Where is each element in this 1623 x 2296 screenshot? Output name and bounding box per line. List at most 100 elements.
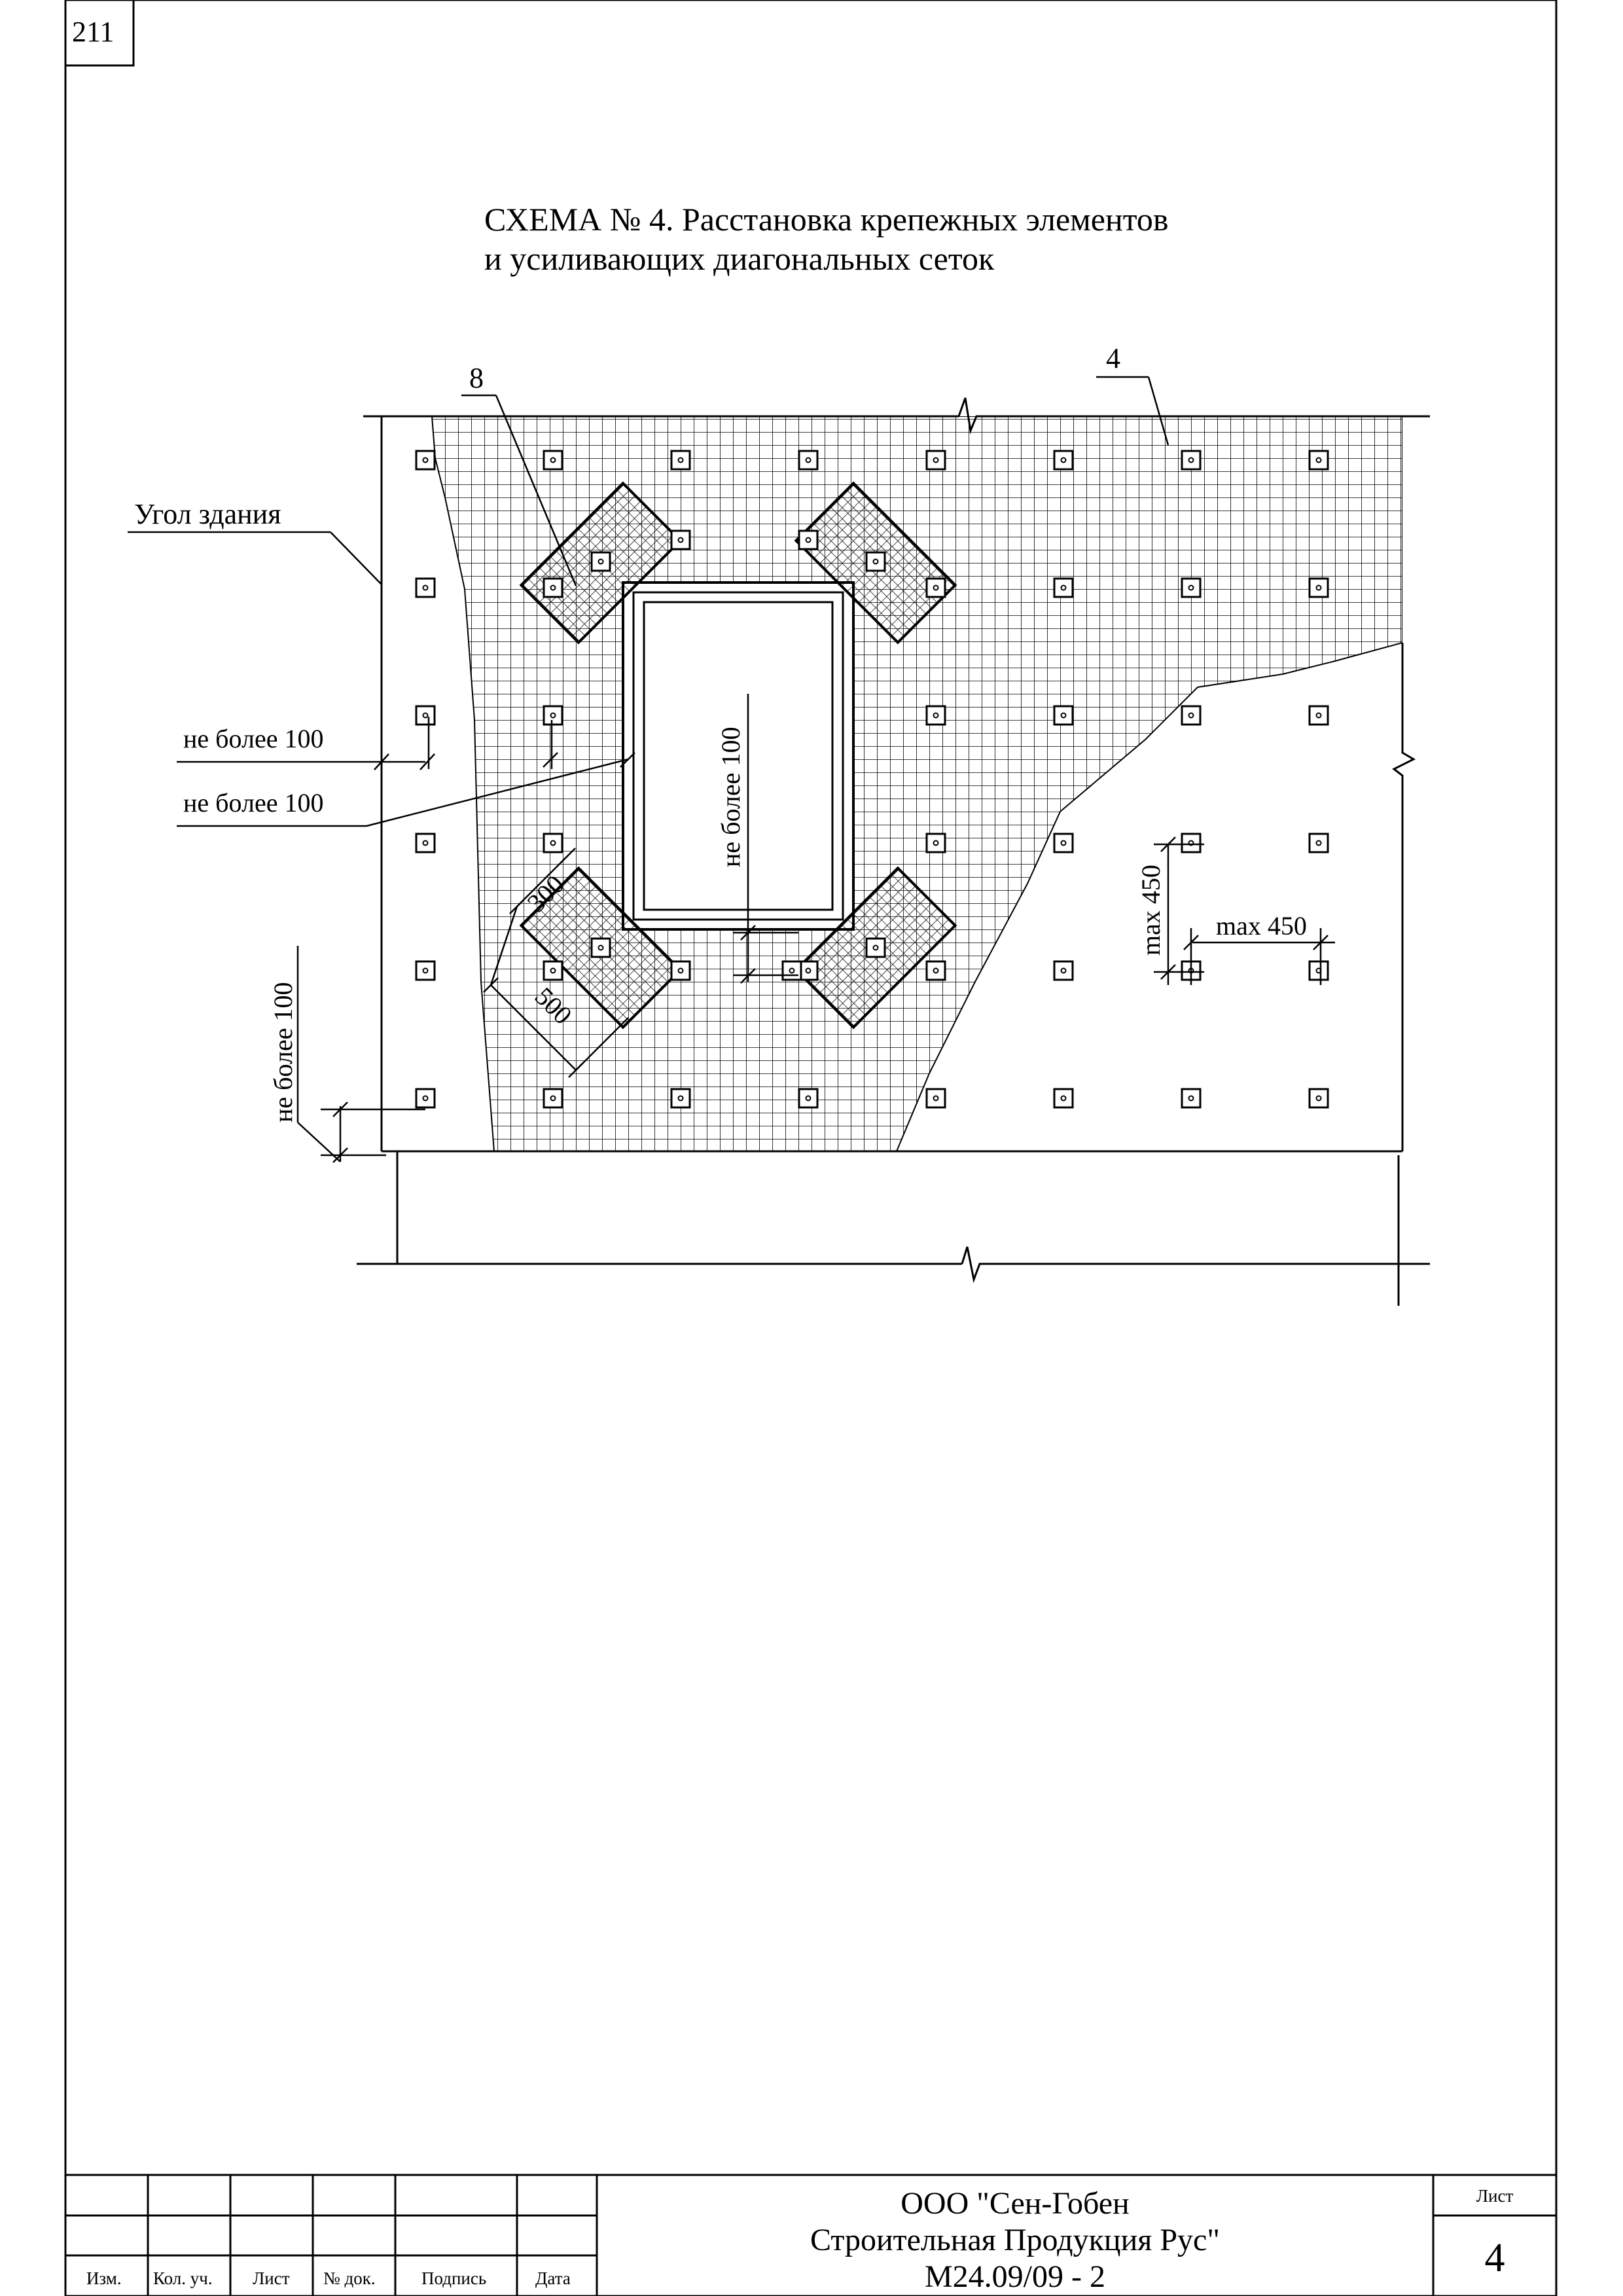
fastener-center-icon xyxy=(1315,584,1322,591)
fastener-icon xyxy=(415,1088,436,1109)
fastener-icon xyxy=(1308,1088,1329,1109)
fastener-icon xyxy=(1053,833,1074,853)
fastener-icon xyxy=(543,705,563,726)
fastener-icon xyxy=(1181,833,1202,853)
dimension-edge-distance-2: не более 100 xyxy=(183,788,323,817)
fastener-center-icon xyxy=(422,967,429,974)
fastener-icon xyxy=(543,577,563,598)
fastener-center-icon xyxy=(1060,457,1067,463)
header-date: Дата xyxy=(535,2269,571,2288)
fastener-center-icon xyxy=(1315,840,1322,846)
fastener-center-icon xyxy=(677,1095,684,1102)
sheet-number: 4 xyxy=(1485,2236,1505,2280)
fastener-center-icon xyxy=(422,457,429,463)
fastener-icon xyxy=(1308,705,1329,726)
title-block-headers: Изм. Кол. уч. Лист № док. Подпись Дата xyxy=(86,2269,571,2288)
fastener-icon xyxy=(415,705,436,726)
organization-line-2: Строительная Продукция Рус" xyxy=(810,2223,1220,2257)
fastener-center-icon xyxy=(1060,584,1067,591)
fastener-center-icon xyxy=(933,840,939,846)
fastener-center-icon xyxy=(550,457,556,463)
diagram-title-line1: СХЕМА № 4. Расстановка крепежных элемент… xyxy=(484,201,1169,238)
fastener-icon xyxy=(925,1088,946,1109)
fastener-center-icon xyxy=(1060,967,1067,974)
fastener-icon xyxy=(1181,705,1202,726)
wall-top-break xyxy=(957,397,1430,435)
fastener-icon xyxy=(798,1088,819,1109)
header-count: Кол. уч. xyxy=(153,2269,213,2288)
dimension-max-horizontal-spacing: max 450 xyxy=(1216,911,1307,941)
fastener-center-icon xyxy=(597,558,604,565)
fastener-center-icon xyxy=(677,537,684,543)
fastener-center-icon xyxy=(422,584,429,591)
fastener-center-icon xyxy=(1315,1095,1322,1102)
sheet-frame xyxy=(64,0,1558,2296)
fastener-icon xyxy=(1308,450,1329,471)
fastener-icon xyxy=(1308,577,1329,598)
fastener-center-icon xyxy=(677,457,684,463)
fastener-icon xyxy=(415,450,436,471)
fastener-icon xyxy=(925,577,946,598)
fastener-center-icon xyxy=(597,944,604,951)
fastener-center-icon xyxy=(422,840,429,846)
plinth-break xyxy=(961,1246,1430,1283)
fastener-center-icon xyxy=(805,537,812,543)
fastener-icon xyxy=(543,450,563,471)
fastener-center-icon xyxy=(1188,584,1194,591)
dimension-window-distance: не более 100 xyxy=(716,727,745,867)
dimension-max-vertical-spacing: max 450 xyxy=(1136,865,1166,956)
dimension-bottom-distance: не более 100 xyxy=(268,982,298,1122)
title-block xyxy=(65,2174,1556,2296)
fastener-icon xyxy=(670,960,691,981)
fastener-icon xyxy=(543,1088,563,1109)
page-number: 211 xyxy=(72,16,114,48)
header-doc-number: № док. xyxy=(323,2269,376,2288)
fastener-icon xyxy=(1053,577,1074,598)
fastener-center-icon xyxy=(1315,712,1322,719)
fastener-icon xyxy=(1053,960,1074,981)
fastener-icon xyxy=(1181,577,1202,598)
fastener-icon xyxy=(925,833,946,853)
fastener-center-icon xyxy=(1060,1095,1067,1102)
fastener-center-icon xyxy=(933,712,939,719)
fastener-center-icon xyxy=(789,967,795,974)
fastener-icon xyxy=(415,960,436,981)
label-building-corner: Угол здания xyxy=(134,498,281,530)
fastener-center-icon xyxy=(933,457,939,463)
sheet-label: Лист xyxy=(1476,2186,1514,2206)
fastener-center-icon xyxy=(550,584,556,591)
fastener-center-icon xyxy=(550,1095,556,1102)
facade-diagram: 8 4 Угол здания не более 100 не более 10… xyxy=(128,342,1430,1306)
fastener-center-icon xyxy=(1188,457,1194,463)
fastener-center-icon xyxy=(1060,712,1067,719)
fastener-icon xyxy=(1181,450,1202,471)
fastener-icon xyxy=(1053,705,1074,726)
fastener-center-icon xyxy=(550,967,556,974)
fastener-center-icon xyxy=(805,457,812,463)
header-signature: Подпись xyxy=(421,2269,486,2288)
fastener-icon xyxy=(798,529,819,550)
fastener-icon xyxy=(865,551,886,572)
fastener-center-icon xyxy=(1188,840,1194,846)
document-code: М24.09/09 - 2 xyxy=(925,2259,1105,2294)
organization-line-1: ООО "Сен-Гобен xyxy=(901,2186,1129,2221)
fastener-icon xyxy=(590,551,611,572)
fastener-group xyxy=(415,450,1329,1109)
fastener-icon xyxy=(1308,833,1329,853)
fastener-center-icon xyxy=(872,944,879,951)
fastener-center-icon xyxy=(1188,1095,1194,1102)
fastener-icon xyxy=(925,960,946,981)
callout-mesh-main: 4 xyxy=(1106,342,1120,374)
fastener-center-icon xyxy=(1315,457,1322,463)
fastener-center-icon xyxy=(933,967,939,974)
fastener-center-icon xyxy=(422,712,429,719)
fastener-icon xyxy=(543,960,563,981)
fastener-icon xyxy=(1181,1088,1202,1109)
fastener-center-icon xyxy=(1060,840,1067,846)
fastener-icon xyxy=(1053,450,1074,471)
fastener-center-icon xyxy=(805,967,812,974)
fastener-center-icon xyxy=(872,558,879,565)
fastener-center-icon xyxy=(1188,712,1194,719)
callout-mesh-reinforce: 8 xyxy=(469,362,484,394)
wall-right-break xyxy=(1392,643,1416,1151)
